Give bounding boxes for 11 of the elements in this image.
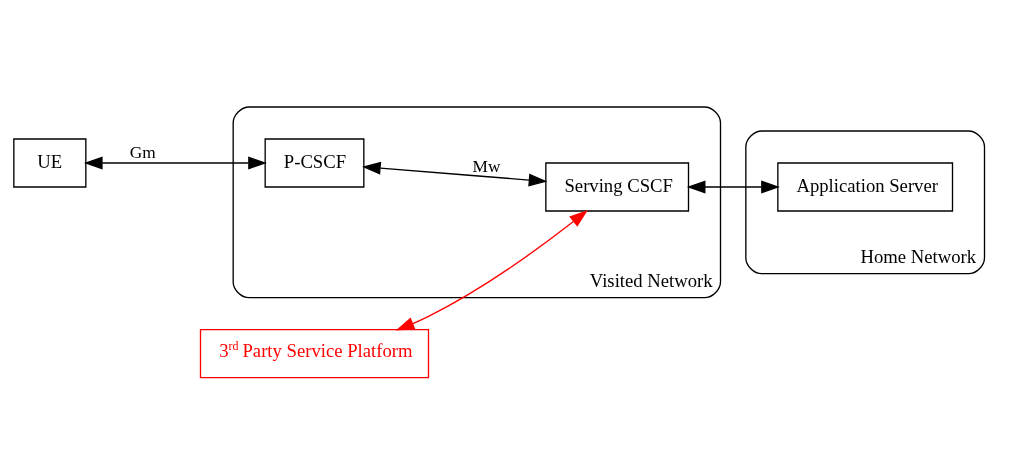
- node-box: 3$^{rd}$ Party Service Platform: [199, 328, 430, 378]
- arrow: [395, 209, 588, 330]
- arrow: [83, 155, 267, 170]
- edge-label: Gm: [129, 142, 156, 162]
- node-box: Serving CSCF: [545, 161, 690, 212]
- node-box: UE: [13, 137, 87, 188]
- arrow: [686, 179, 780, 194]
- node-box: Application Server: [777, 161, 954, 212]
- node-box: P-CSCF: [264, 137, 365, 188]
- arrow: [362, 161, 548, 187]
- edge-label: Mw: [472, 156, 501, 176]
